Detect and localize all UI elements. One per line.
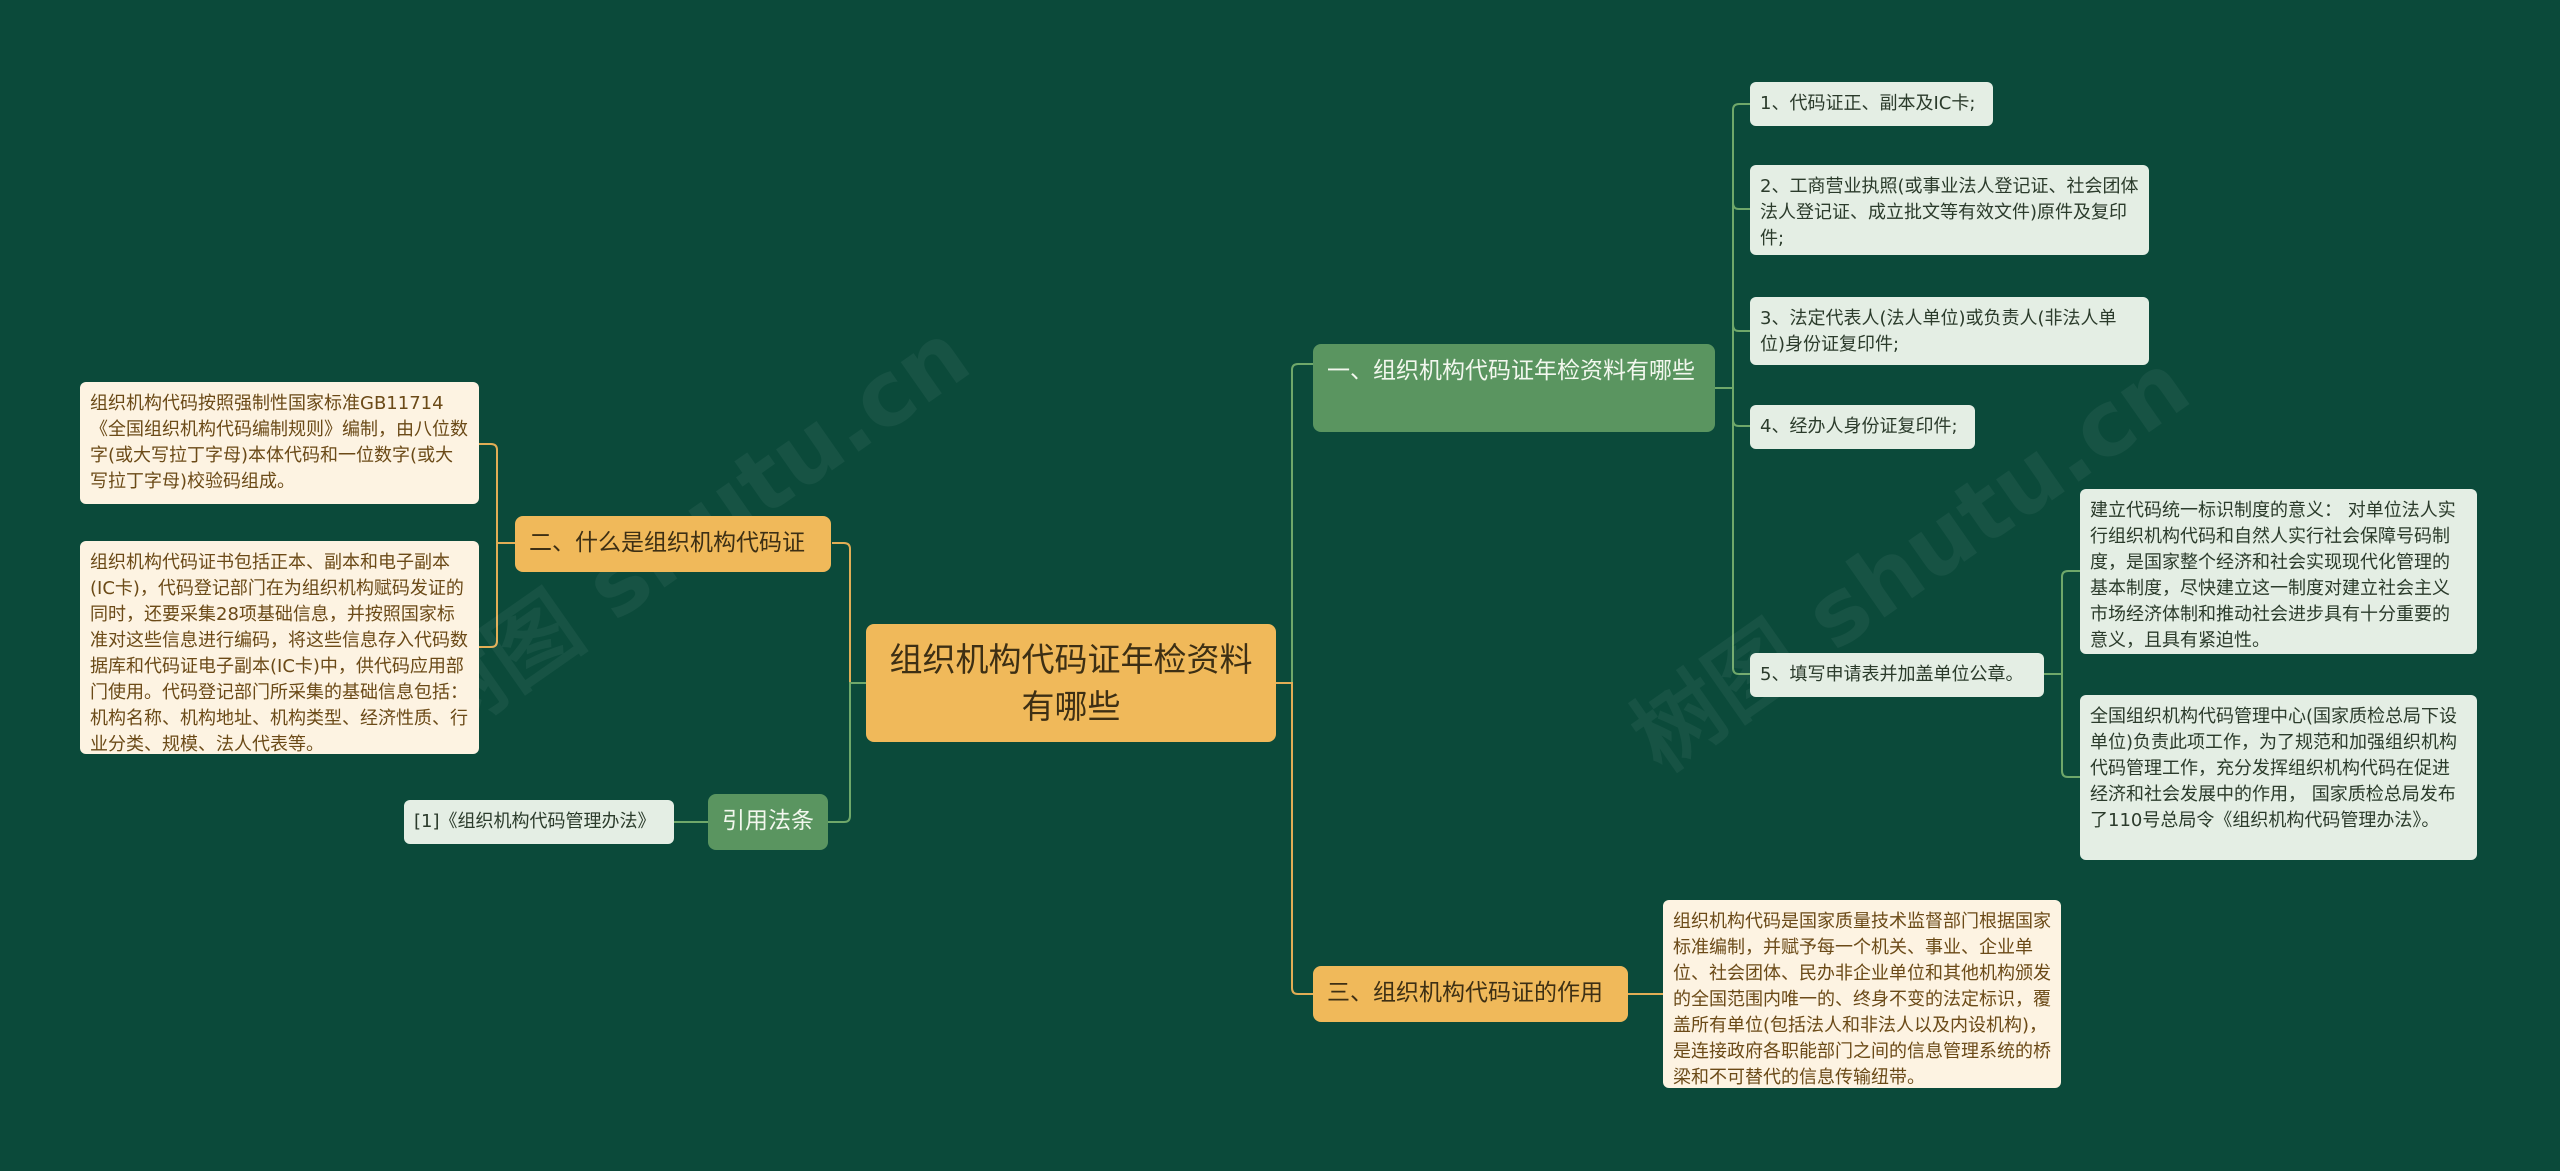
list-item[interactable]: [1]《组织机构代码管理办法》 <box>404 800 674 844</box>
list-item[interactable]: 组织机构代码证书包括正本、副本和电子副本(IC卡)，代码登记部门在为组织机构赋码… <box>80 541 479 755</box>
list-item[interactable]: 3、法定代表人(法人单位)或负责人(非法人单位)身份证复印件; <box>1750 297 2149 365</box>
list-item[interactable]: 2、工商营业执照(或事业法人登记证、社会团体法人登记证、成立批文等有效文件)原件… <box>1750 165 2149 255</box>
list-item[interactable]: 5、填写申请表并加盖单位公章。 <box>1750 653 2044 697</box>
branch-role-of-org-code[interactable]: 三、组织机构代码证的作用 <box>1313 966 1628 1022</box>
list-item[interactable]: 组织机构代码是国家质量技术监督部门根据国家标准编制，并赋予每一个机关、事业、企业… <box>1663 900 2061 1088</box>
list-item[interactable]: 全国组织机构代码管理中心(国家质检总局下设单位)负责此项工作，为了规范和加强组织… <box>2080 695 2477 860</box>
branch-annual-inspection-materials[interactable]: 一、组织机构代码证年检资料有哪些 <box>1313 344 1715 432</box>
root-topic[interactable]: 组织机构代码证年检资料有哪些 <box>866 624 1276 742</box>
list-item[interactable]: 组织机构代码按照强制性国家标准GB11714《全国组织机构代码编制规则》编制，由… <box>80 382 479 504</box>
list-item[interactable]: 4、经办人身份证复印件; <box>1750 405 1975 449</box>
branch-what-is-org-code[interactable]: 二、什么是组织机构代码证 <box>515 516 831 572</box>
branch-cited-law[interactable]: 引用法条 <box>708 794 828 850</box>
list-item[interactable]: 建立代码统一标识制度的意义： 对单位法人实行组织机构代码和自然人实行社会保障号码… <box>2080 489 2477 654</box>
list-item[interactable]: 1、代码证正、副本及IC卡; <box>1750 82 1993 126</box>
